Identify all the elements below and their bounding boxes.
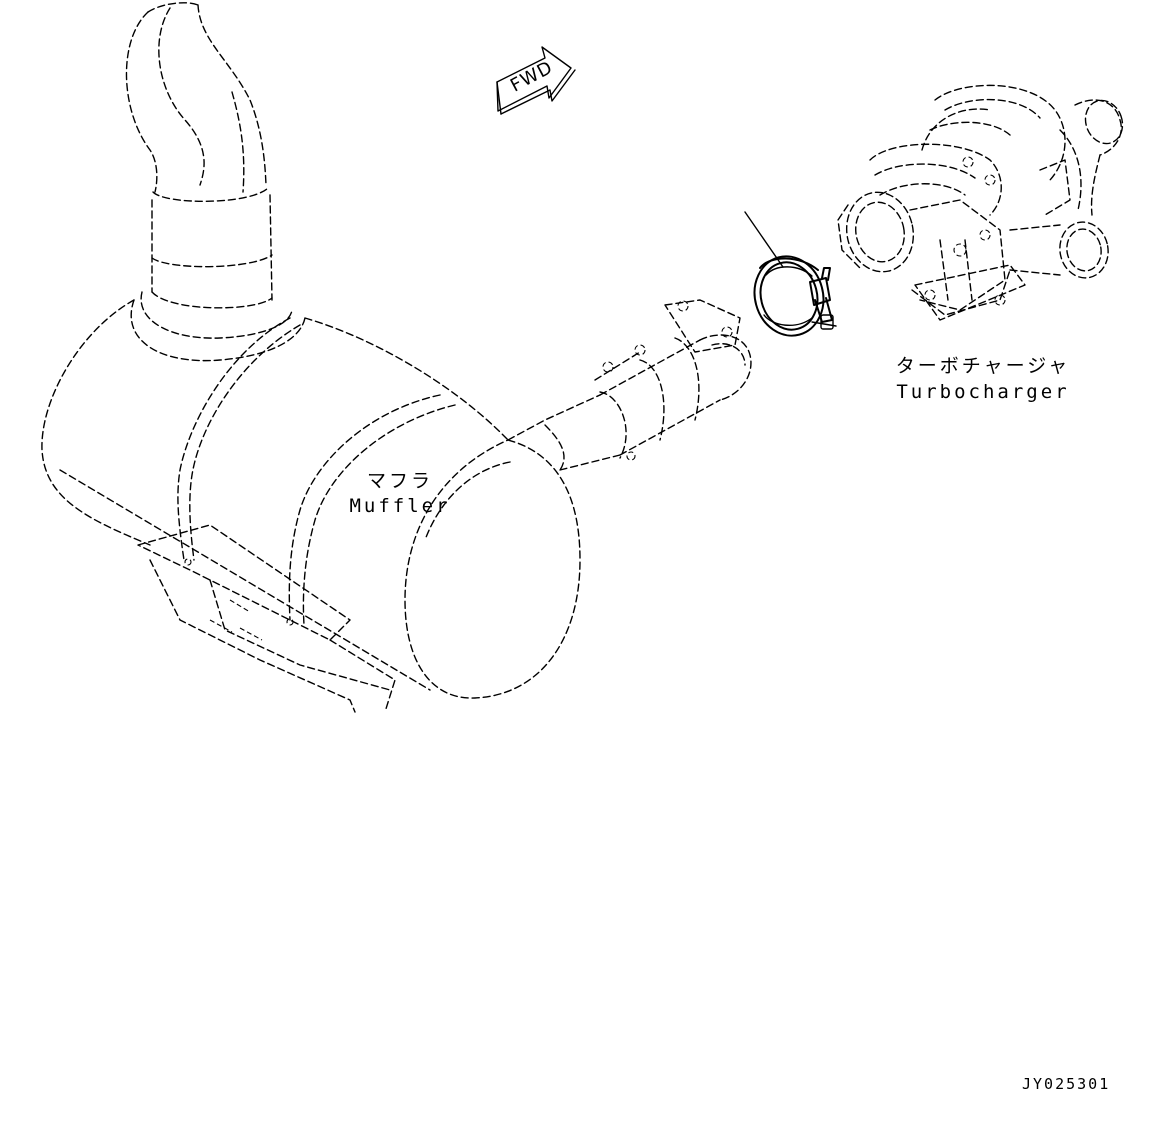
muffler-drawing — [41, 2, 752, 713]
turbocharger-label-en: Turbocharger — [896, 381, 1070, 403]
muffler-label-jp: マフラ — [366, 470, 434, 492]
turbocharger-label-jp: ターボチャージャ — [895, 355, 1071, 377]
clamp-leader-line — [744, 211, 784, 268]
drawing-id: JY025301 — [1022, 1075, 1111, 1093]
forward-arrow-icon — [496, 46, 576, 115]
turbocharger-drawing — [837, 84, 1124, 321]
clamp-icon — [753, 255, 837, 337]
muffler-label-en: Muffler — [349, 495, 451, 517]
